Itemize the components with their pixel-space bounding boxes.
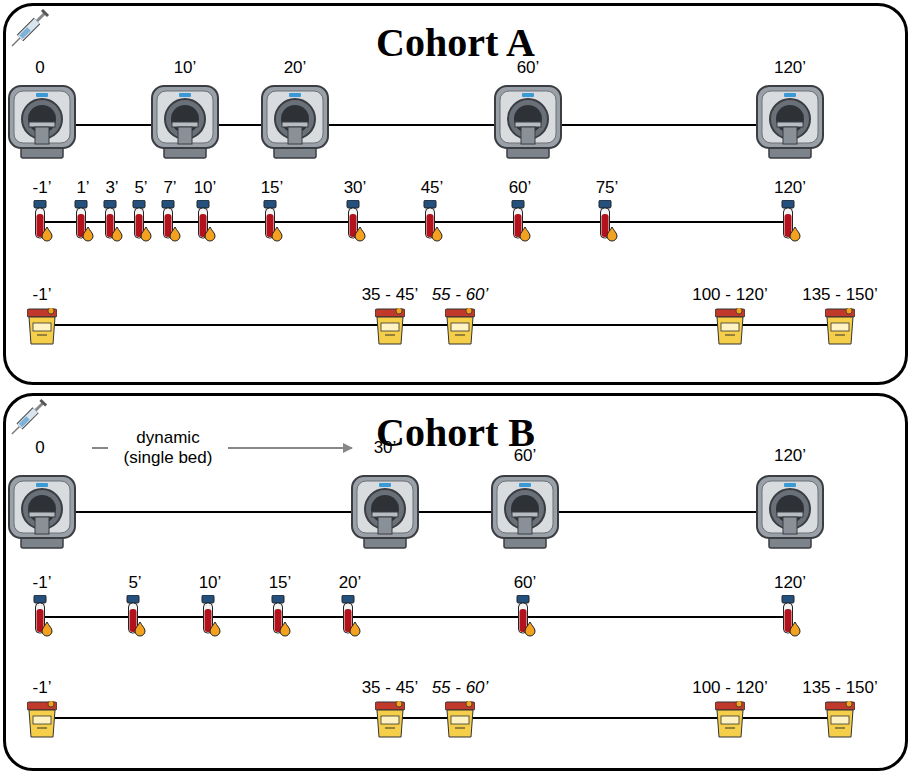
time-label: 20’ — [339, 573, 362, 593]
time-label: 45’ — [421, 178, 444, 198]
time-label: 0 — [35, 58, 44, 78]
time-label: 135 - 150’ — [802, 678, 878, 698]
time-label: 100 - 120’ — [692, 678, 768, 698]
time-label: 1’ — [76, 178, 89, 198]
time-label: 35 - 45’ — [362, 285, 419, 305]
time-label: 3’ — [105, 178, 118, 198]
time-label: 120’ — [774, 58, 806, 78]
time-label: 10’ — [199, 573, 222, 593]
time-label: -1’ — [33, 573, 52, 593]
time-label: 20’ — [284, 58, 307, 78]
time-label: 120’ — [774, 446, 806, 466]
time-label: 55 - 60’ — [432, 678, 489, 698]
panel-title: Cohort A — [6, 20, 905, 66]
scan-mode-note: dynamic (single bed) — [108, 428, 228, 468]
time-label: -1’ — [33, 678, 52, 698]
time-label: 55 - 60’ — [432, 285, 489, 305]
time-label: 60’ — [514, 573, 537, 593]
time-label: -1’ — [33, 178, 52, 198]
time-label: 60’ — [517, 58, 540, 78]
time-label: 5’ — [128, 573, 141, 593]
time-label: 75’ — [596, 178, 619, 198]
time-label: 100 - 120’ — [692, 285, 768, 305]
time-label: 30’ — [344, 178, 367, 198]
time-label: 5’ — [134, 178, 147, 198]
time-label: 60’ — [514, 446, 537, 466]
time-label: 10’ — [194, 178, 217, 198]
time-label: 60’ — [509, 178, 532, 198]
time-label: 35 - 45’ — [362, 678, 419, 698]
time-label: -1’ — [33, 285, 52, 305]
time-label: 10’ — [174, 58, 197, 78]
time-label: 135 - 150’ — [802, 285, 878, 305]
time-label: 120’ — [774, 573, 806, 593]
time-label: 15’ — [261, 178, 284, 198]
time-label: 0 — [35, 438, 44, 458]
time-label: 120’ — [774, 178, 806, 198]
time-label: 7’ — [163, 178, 176, 198]
time-label: 15’ — [269, 573, 292, 593]
time-label: 30’ — [374, 438, 397, 458]
